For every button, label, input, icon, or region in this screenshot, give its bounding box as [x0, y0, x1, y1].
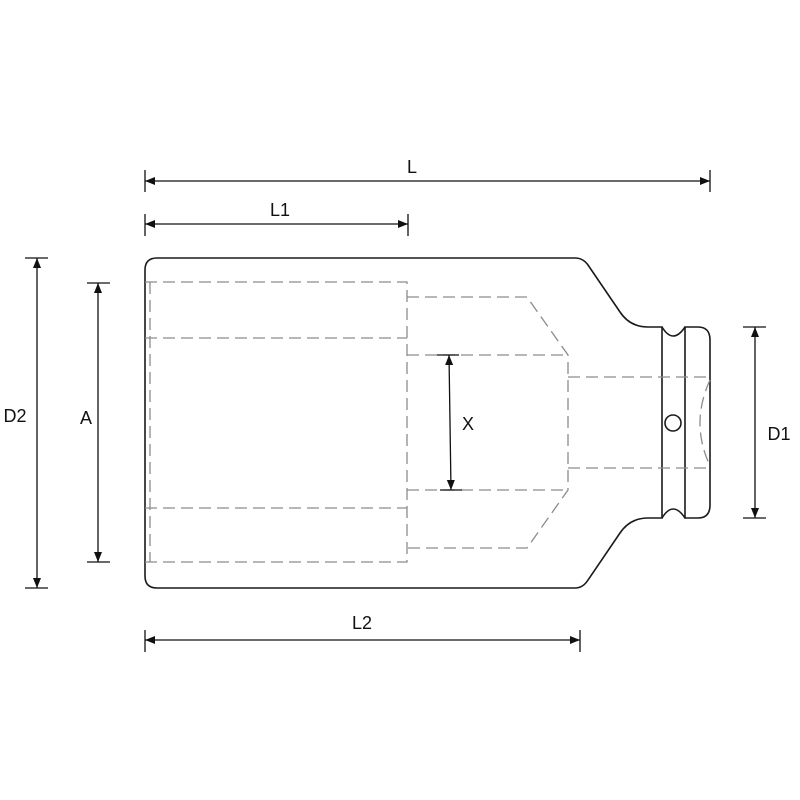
label-A: A	[80, 408, 92, 428]
dimension-X: X	[437, 354, 474, 491]
dimension-D2: D2	[3, 257, 48, 589]
label-L2: L2	[352, 613, 372, 633]
dimension-A: A	[80, 282, 110, 563]
dimension-L2: L2	[144, 613, 581, 652]
label-D2: D2	[3, 406, 26, 426]
label-D1: D1	[767, 424, 790, 444]
dimension-D1: D1	[743, 326, 791, 519]
hidden-lines	[145, 281, 711, 563]
socket-outline	[144, 257, 711, 589]
label-X: X	[462, 414, 474, 434]
dimension-L1: L1	[144, 200, 409, 236]
dimension-L: L	[144, 157, 711, 192]
detent-hole	[664, 414, 682, 432]
label-L1: L1	[270, 200, 290, 220]
label-L: L	[407, 157, 417, 177]
